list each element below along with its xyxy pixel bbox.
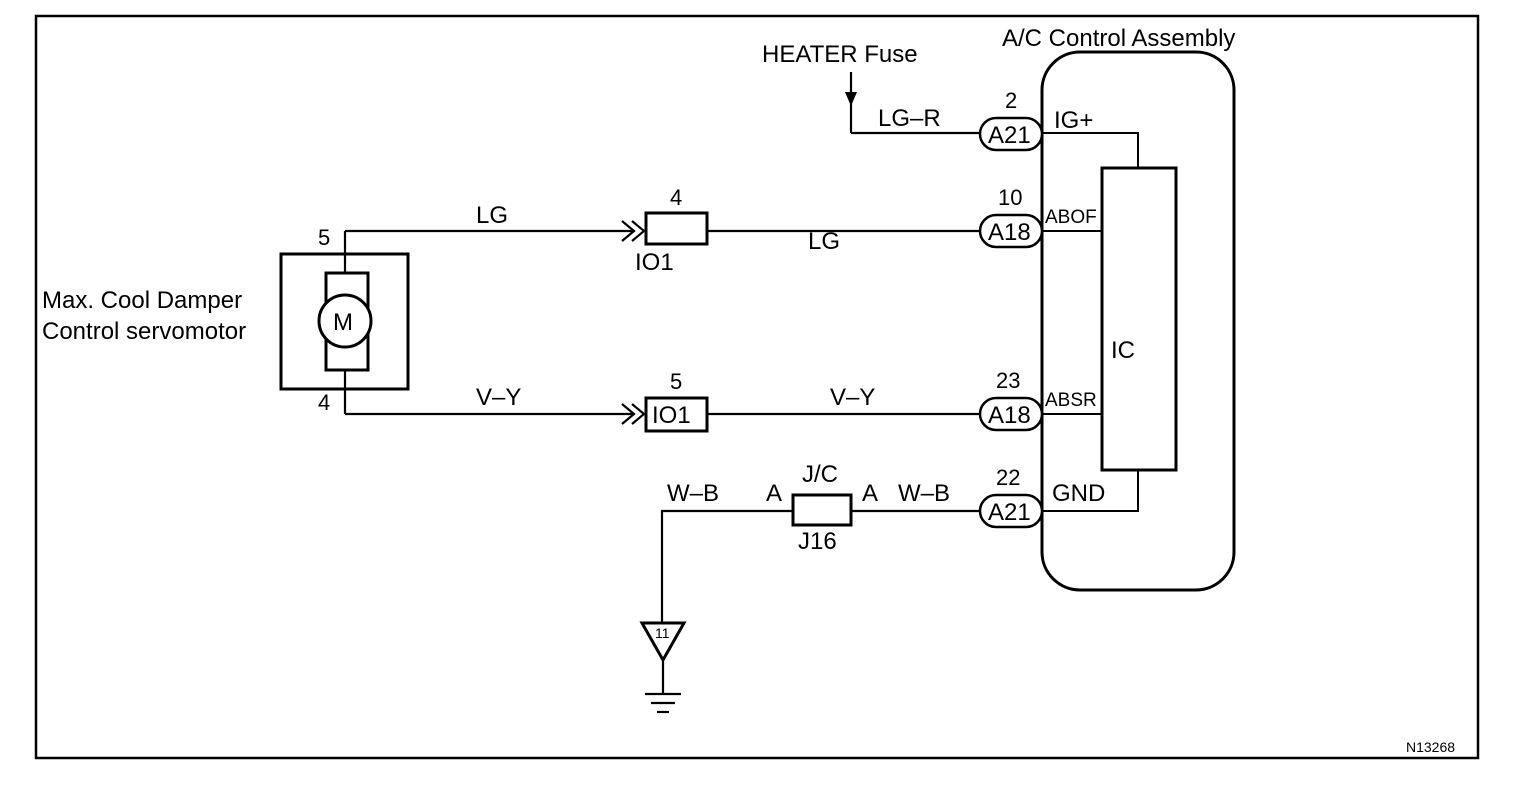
- jc-label: J/C: [802, 461, 838, 488]
- io1-top-label: IO1: [635, 249, 674, 276]
- ig-wire-color: LG–R: [878, 105, 941, 132]
- ground-point-triangle: [639, 621, 687, 664]
- pin-2-label: 2: [1005, 88, 1017, 113]
- connector-a21-ig-label: A21: [988, 122, 1031, 149]
- io1-bottom-arrow-2: [631, 403, 646, 425]
- io1-bottom-label: IO1: [652, 402, 691, 429]
- io1-bottom-arrow: [621, 403, 636, 425]
- absr-signal-label: ABSR: [1045, 390, 1097, 411]
- connector-a18-absr-label: A18: [988, 402, 1031, 429]
- ic-box: [1100, 166, 1178, 472]
- io1-top-pin: 4: [670, 185, 682, 210]
- vy-wire-color-left: V–Y: [476, 384, 521, 411]
- wb-wire-color-left: W–B: [667, 480, 719, 507]
- diagram-code: N13268: [1406, 739, 1455, 755]
- jc-code: J16: [798, 528, 837, 555]
- motor-circle: [317, 293, 373, 349]
- io1-top-connector: [644, 211, 709, 246]
- jc-pin-left: A: [766, 480, 782, 507]
- ac-control-assembly-title: A/C Control Assembly: [1002, 25, 1235, 52]
- connector-a21-gnd-label: A21: [988, 499, 1031, 526]
- connector-a21-ig: [978, 116, 1044, 152]
- servomotor-label-line1: Max. Cool Damper: [42, 287, 242, 314]
- jc-connector: [791, 493, 853, 527]
- ig-signal-label: IG+: [1054, 107, 1093, 134]
- gnd-signal-label: GND: [1052, 480, 1105, 507]
- pin-23-label: 23: [996, 368, 1020, 393]
- io1-bottom-pin: 5: [670, 369, 682, 394]
- motor-symbol: M: [333, 309, 353, 336]
- pin-10-label: 10: [998, 185, 1022, 210]
- gnd-internal-wire: [1042, 470, 1139, 512]
- jc-pin-right: A: [862, 480, 878, 507]
- vy-wire-color-right: V–Y: [830, 384, 875, 411]
- wb-wire-left: [660, 509, 793, 623]
- servomotor-pin-5: 5: [318, 225, 330, 250]
- pin-22-label: 22: [996, 465, 1020, 490]
- ic-label: IC: [1111, 337, 1135, 364]
- lg-wire-color-right: LG: [808, 228, 840, 255]
- io1-top-arrow-2: [631, 220, 646, 242]
- servomotor-pin-4: 4: [318, 390, 330, 415]
- ground-icon: [645, 692, 681, 714]
- abof-signal-label: ABOF: [1045, 207, 1097, 228]
- io1-top-arrow: [621, 220, 636, 242]
- ig-internal-wire: [1042, 132, 1139, 168]
- lg-wire-color-left: LG: [476, 202, 508, 229]
- servomotor-label-line2: Control servomotor: [42, 318, 246, 345]
- wb-wire-color-right: W–B: [898, 480, 950, 507]
- ground-point-label: 11: [655, 625, 670, 641]
- connector-a18-abof-label: A18: [988, 219, 1031, 246]
- heater-fuse-label: HEATER Fuse: [762, 41, 918, 68]
- diagram-frame: [34, 14, 1480, 760]
- heater-fuse-arrow: [845, 92, 857, 106]
